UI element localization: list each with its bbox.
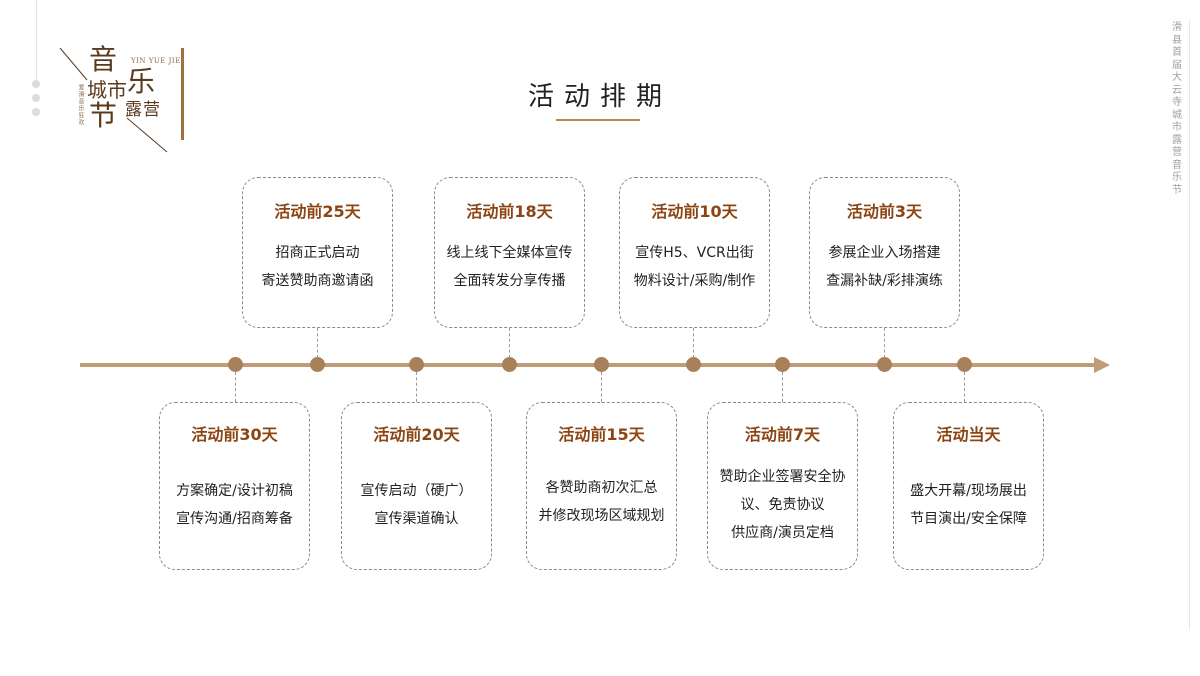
card-title: 活动前20天 xyxy=(373,425,460,444)
logo-char-cheng: 城 xyxy=(87,78,107,102)
card-title: 活动当天 xyxy=(936,425,1001,444)
timeline-dot xyxy=(775,357,790,372)
card-title: 活动前25天 xyxy=(274,202,361,221)
decorative-dot xyxy=(32,108,40,116)
timeline-dot xyxy=(409,357,424,372)
card-line: 盛大开幕/现场展出 xyxy=(910,483,1027,499)
connector xyxy=(317,328,318,358)
card-title: 活动前7天 xyxy=(744,425,821,444)
schedule-card-15-days: 活动前15天 各赞助商初次汇总 并修改现场区域规划 xyxy=(526,402,677,570)
connector xyxy=(693,328,694,358)
card-line: 并修改现场区域规划 xyxy=(538,508,665,524)
side-vertical-title: 滑县首届大云寺城市露营音乐节 xyxy=(1172,22,1182,196)
decorative-dot xyxy=(32,80,40,88)
card-title: 活动前15天 xyxy=(558,425,645,444)
card-line: 寄送赞助商邀请函 xyxy=(261,273,374,289)
logo-diagonal-lines xyxy=(59,47,168,153)
card-line: 节目演出/安全保障 xyxy=(910,511,1027,527)
title-underline xyxy=(556,119,640,121)
connector xyxy=(509,328,510,358)
page-title: 活动排期 xyxy=(527,82,672,112)
schedule-card-18-days: 活动前18天 线上线下全媒体宣传 全面转发分享传播 xyxy=(434,177,585,328)
card-line: 全面转发分享传播 xyxy=(453,273,566,289)
card-line: 宣传沟通/招商筹备 xyxy=(176,511,293,527)
card-line: 物料设计/采购/制作 xyxy=(633,273,756,289)
logo-char-yin: 音 xyxy=(89,43,118,76)
logo-bar xyxy=(181,48,184,140)
card-line: 参展企业入场搭建 xyxy=(828,245,941,261)
card-line: 方案确定/设计初稿 xyxy=(176,483,293,499)
timeline-arrow-icon xyxy=(1094,357,1110,373)
card-line: 各赞助商初次汇总 xyxy=(545,480,658,496)
card-line: 查漏补缺/彩排演练 xyxy=(826,273,943,289)
schedule-card-20-days: 活动前20天 宣传启动（硬广） 宣传渠道确认 xyxy=(341,402,492,570)
schedule-card-30-days: 活动前30天 方案确定/设计初稿 宣传沟通/招商筹备 xyxy=(159,402,310,570)
logo-char-shi: 市 xyxy=(107,78,127,102)
schedule-card-7-days: 活动前7天 赞助企业签署安全协 议、免责协议 供应商/演员定档 xyxy=(707,402,858,570)
card-line: 宣传渠道确认 xyxy=(374,511,459,527)
timeline-dot xyxy=(502,357,517,372)
schedule-card-3-days: 活动前3天 参展企业入场搭建 查漏补缺/彩排演练 xyxy=(809,177,960,328)
timeline-dot xyxy=(957,357,972,372)
connector xyxy=(884,328,885,358)
card-line: 赞助企业签署安全协 xyxy=(719,469,846,485)
left-decorative-line xyxy=(36,0,37,80)
schedule-card-event-day: 活动当天 盛大开幕/现场展出 节目演出/安全保障 xyxy=(893,402,1044,570)
connector xyxy=(416,372,417,402)
decorative-dot xyxy=(32,94,40,102)
card-title: 活动前10天 xyxy=(651,202,738,221)
logo-pinyin: YIN YUE JIE xyxy=(131,57,181,65)
timeline-dot xyxy=(310,357,325,372)
card-title: 活动前18天 xyxy=(466,202,553,221)
timeline-dot xyxy=(877,357,892,372)
logo-char-le: 乐 xyxy=(127,65,156,98)
logo-tagline: 爱滑音乐狂欢 xyxy=(77,84,84,126)
card-line: 线上线下全媒体宣传 xyxy=(446,245,573,261)
connector xyxy=(964,372,965,402)
timeline-dot xyxy=(594,357,609,372)
card-line: 议、免责协议 xyxy=(740,497,825,513)
connector xyxy=(235,372,236,402)
timeline-dot xyxy=(686,357,701,372)
connector xyxy=(782,372,783,402)
card-line: 供应商/演员定档 xyxy=(731,525,834,541)
timeline-line xyxy=(80,363,1098,367)
card-line: 宣传H5、VCR出街 xyxy=(635,245,754,261)
card-line: 招商正式启动 xyxy=(275,245,360,261)
logo-char-lu: 露 xyxy=(125,100,142,120)
right-decorative-line xyxy=(1189,20,1190,630)
schedule-card-25-days: 活动前25天 招商正式启动 寄送赞助商邀请函 xyxy=(242,177,393,328)
festival-logo: 音 乐 城 市 节 露 营 YIN YUE JIE 爱滑音乐狂欢 xyxy=(55,40,190,155)
timeline-dot xyxy=(228,357,243,372)
card-line: 宣传启动（硬广） xyxy=(360,483,473,499)
logo-char-jie: 节 xyxy=(89,99,118,132)
card-title: 活动前3天 xyxy=(846,202,923,221)
schedule-card-10-days: 活动前10天 宣传H5、VCR出街 物料设计/采购/制作 xyxy=(619,177,770,328)
logo-char-ying: 营 xyxy=(143,100,160,120)
connector xyxy=(601,372,602,402)
card-title: 活动前30天 xyxy=(191,425,278,444)
